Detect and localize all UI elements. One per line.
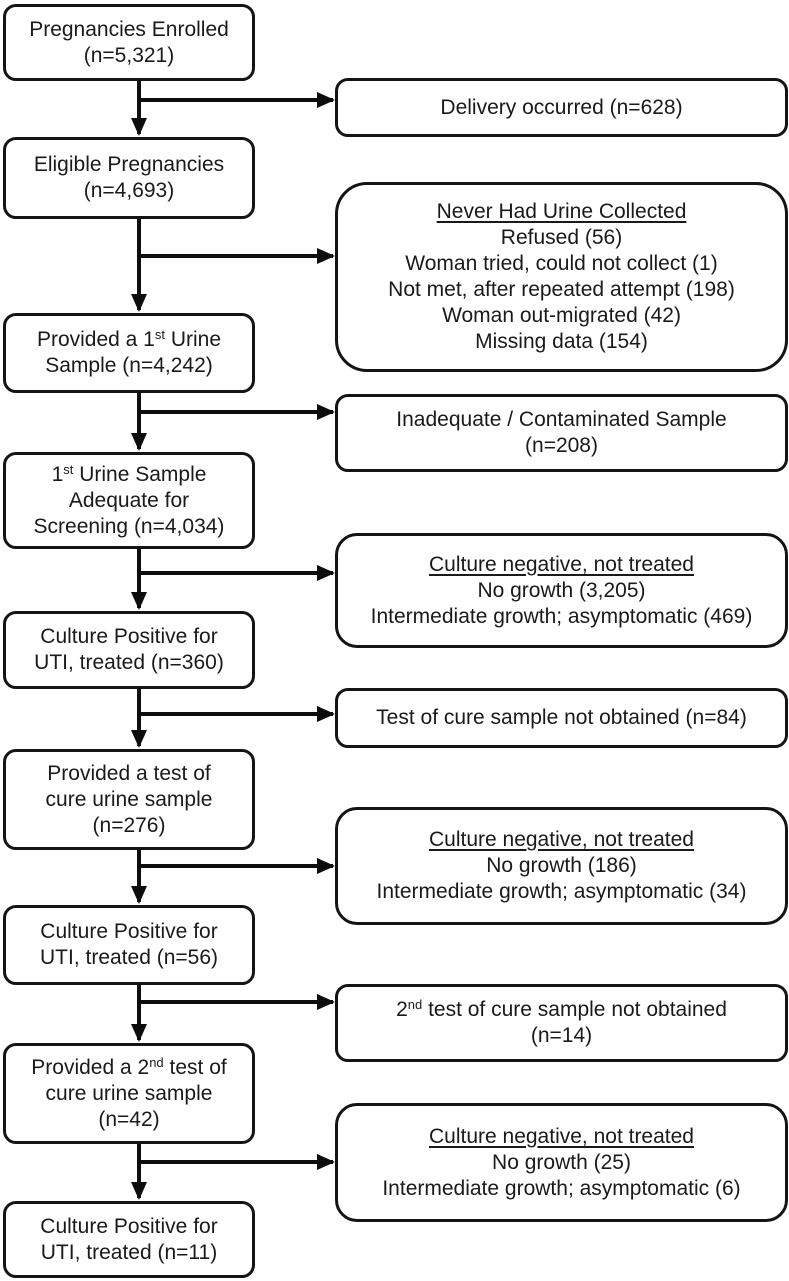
box-culture-negative-2: Culture negative, not treated No growth … [335, 807, 788, 925]
box-line: Culture Positive for [40, 625, 218, 648]
box-culture-positive-360: Culture Positive for UTI, treated (n=360… [3, 611, 255, 689]
box-line: No growth (3,205) [477, 578, 646, 602]
box-line: (n=4,693) [83, 179, 175, 202]
box-line: Delivery occurred (n=628) [440, 95, 683, 119]
box-line: Woman out-migrated (42) [442, 304, 681, 327]
box-line: (n=42) [98, 1107, 160, 1131]
box-line: cure urine sample [45, 1081, 213, 1105]
text-segment: Provided a 1 [36, 328, 155, 351]
box-first-sample-adequate: 1st Urine Sample Adequate for Screening … [3, 452, 255, 549]
box-culture-positive-11: Culture Positive for UTI, treated (n=11) [3, 1201, 255, 1278]
box-line: (n=276) [92, 813, 166, 837]
text-segment: Provided a 2 [31, 1055, 150, 1079]
box-never-had-urine-collected: Never Had Urine Collected Refused (56) W… [335, 182, 788, 372]
box-line: Adequate for [68, 488, 190, 512]
superscript: nd [407, 997, 423, 1013]
text-segment: test of cure sample not obtained [422, 998, 727, 1021]
box-delivery-occurred: Delivery occurred (n=628) [335, 78, 788, 137]
box-line: Pregnancies Enrolled [29, 17, 229, 41]
box-line: (n=208) [525, 434, 598, 457]
box-test-of-cure-not-obtained: Test of cure sample not obtained (n=84) [335, 688, 788, 748]
box-second-test-of-cure-not-obtained: 2nd test of cure sample not obtained (n=… [335, 984, 788, 1062]
box-inadequate-contaminated: Inadequate / Contaminated Sample (n=208) [335, 394, 788, 472]
box-line: Sample (n=4,242) [45, 354, 213, 377]
text-segment: test of [163, 1055, 227, 1079]
box-line: Culture Positive for [40, 920, 218, 943]
box-line: cure urine sample [45, 787, 213, 811]
superscript: st [154, 327, 165, 343]
box-line: UTI, treated (n=56) [40, 946, 218, 969]
box-line: Refused (56) [500, 226, 623, 249]
text-segment: 1 [51, 462, 64, 486]
box-line: UTI, treated (n=360) [34, 651, 224, 674]
box-culture-negative-3: Culture negative, not treated No growth … [335, 1103, 788, 1222]
box-line: Missing data (154) [475, 330, 648, 353]
box-line: (n=14) [530, 1024, 593, 1047]
box-header: Culture negative, not treated [428, 552, 694, 576]
box-line: Screening (n=4,034) [33, 514, 225, 538]
box-line: 2nd test of cure sample not obtained [396, 997, 727, 1023]
superscript: nd [149, 1054, 164, 1070]
box-eligible-pregnancies: Eligible Pregnancies (n=4,693) [3, 137, 255, 219]
box-line: Provided a test of [47, 761, 211, 785]
text-segment: Urine Sample [73, 462, 207, 486]
box-line: Culture Positive for [40, 1214, 218, 1238]
box-line: 1st Urine Sample [52, 462, 207, 488]
box-line: Woman tried, could not collect (1) [405, 252, 718, 275]
box-pregnancies-enrolled: Pregnancies Enrolled (n=5,321) [3, 4, 255, 81]
box-line: No growth (25) [492, 1150, 631, 1174]
box-line: Eligible Pregnancies [33, 153, 225, 176]
box-line: Test of cure sample not obtained (n=84) [376, 706, 747, 729]
text-segment: Urine [165, 328, 222, 351]
box-culture-negative-1: Culture negative, not treated No growth … [335, 533, 788, 648]
box-header: Never Had Urine Collected [436, 200, 687, 223]
box-line: Provided a 1st Urine [37, 327, 221, 353]
box-line: Intermediate growth; asymptomatic (6) [382, 1176, 741, 1200]
box-line: Intermediate growth; asymptomatic (34) [376, 880, 747, 903]
box-provided-test-of-cure: Provided a test of cure urine sample (n=… [3, 749, 255, 850]
box-provided-second-test-of-cure: Provided a 2nd test of cure urine sample… [3, 1043, 255, 1144]
text-segment: 2 [396, 998, 408, 1021]
box-provided-first-urine-sample: Provided a 1st Urine Sample (n=4,242) [3, 313, 255, 393]
box-line: No growth (186) [486, 854, 637, 877]
box-line: Provided a 2nd test of [31, 1055, 226, 1081]
box-culture-positive-56: Culture Positive for UTI, treated (n=56) [3, 905, 255, 985]
box-line: Not met, after repeated attempt (198) [388, 278, 735, 301]
box-line: Inadequate / Contaminated Sample [396, 408, 727, 431]
box-header: Culture negative, not treated [428, 1124, 694, 1148]
box-line: UTI, treated (n=11) [40, 1240, 218, 1264]
box-header: Culture negative, not treated [428, 828, 694, 851]
box-line: (n=5,321) [83, 43, 175, 67]
box-line: Intermediate growth; asymptomatic (469) [370, 604, 753, 628]
superscript: st [63, 461, 74, 477]
